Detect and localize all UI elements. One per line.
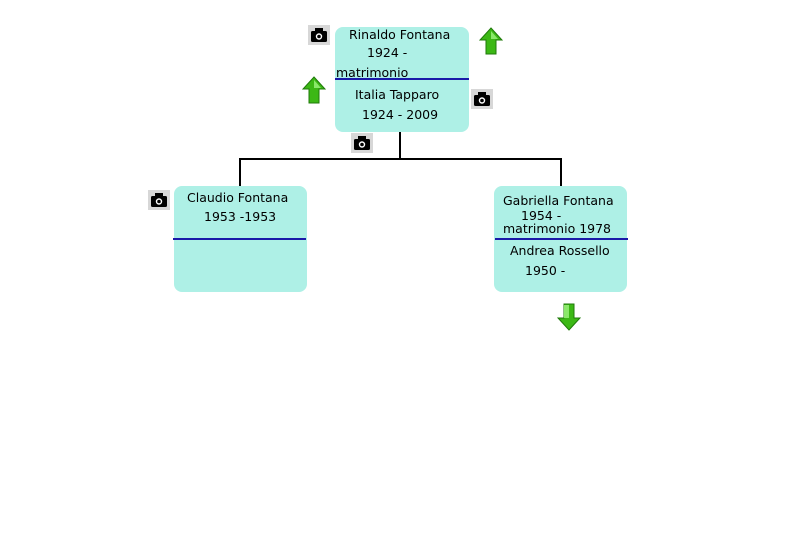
arrow-up-icon[interactable] [301, 76, 327, 108]
husband-name[interactable]: Rinaldo Fontana [349, 27, 451, 42]
arrow-down-icon[interactable] [556, 303, 582, 335]
child2-marriage: matrimonio 1978 [503, 221, 612, 236]
child1-dates: 1953 -1953 [204, 209, 277, 224]
camera-icon[interactable] [308, 25, 330, 45]
child2-dates: 1954 - [521, 208, 562, 223]
connector-child2 [560, 158, 562, 186]
spouse-name[interactable]: Andrea Rossello [510, 243, 610, 258]
child1-divider [173, 238, 306, 240]
marriage-label: matrimonio [336, 65, 409, 80]
connector-horizontal [239, 158, 562, 160]
child1-name[interactable]: Claudio Fontana [187, 190, 289, 205]
camera-icon[interactable] [351, 133, 373, 153]
wife-name[interactable]: Italia Tapparo [355, 87, 440, 102]
child2-divider [495, 238, 628, 240]
wife-dates: 1924 - 2009 [362, 107, 439, 122]
arrow-up-icon[interactable] [478, 27, 504, 59]
spouse-dates: 1950 - [525, 263, 566, 278]
camera-icon[interactable] [148, 190, 170, 210]
couple-divider [335, 78, 469, 80]
connector-child1 [239, 158, 241, 186]
child2-name[interactable]: Gabriella Fontana [503, 193, 614, 208]
connector-parents-down [399, 132, 401, 159]
husband-dates: 1924 - [367, 45, 408, 60]
camera-icon[interactable] [471, 89, 493, 109]
